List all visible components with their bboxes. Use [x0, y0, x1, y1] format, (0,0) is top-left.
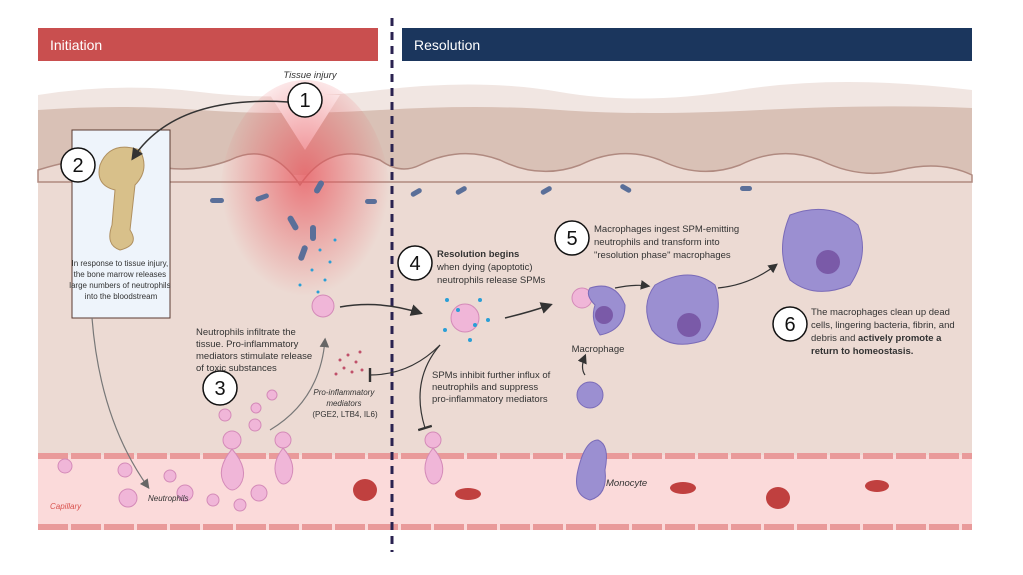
tissue-injury-label: Tissue injury [283, 70, 337, 81]
pro-inflammatory-label: Pro-inflammatory mediators (PGE2, LTB4, … [312, 388, 378, 419]
pro-inflammatory-dots [334, 350, 364, 376]
svg-text:4: 4 [409, 253, 420, 275]
initiation-label: Initiation [50, 37, 102, 53]
macrophage-label: Macrophage [572, 344, 625, 355]
monocyte-label: Monocyte [606, 478, 647, 489]
svg-text:6: 6 [784, 314, 795, 336]
step-2: 2 [60, 147, 96, 183]
spm-inhibit-text: SPMs inhibit further influx of neutrophi… [432, 370, 553, 405]
neutrophils-label: Neutrophils [148, 494, 188, 503]
cells [57, 208, 889, 512]
svg-text:1: 1 [299, 90, 310, 112]
step-6-text: The macrophages clean up dead cells, lin… [811, 307, 957, 357]
neutrophil-icons [57, 287, 593, 512]
tissue [37, 80, 973, 530]
header-resolution: Resolution [402, 28, 972, 61]
step-1: 1 [287, 82, 323, 118]
step-3-text: Neutrophils infiltrate the tissue. Pro-i… [196, 327, 315, 374]
bone-marrow-panel: In response to tissue injury, the bone m… [69, 129, 173, 319]
step-2-text: In response to tissue injury, the bone m… [69, 259, 173, 301]
capillary-label: Capillary [50, 502, 82, 511]
step-6: 6 [772, 306, 808, 342]
svg-text:2: 2 [72, 155, 83, 177]
step-3: 3 [202, 370, 238, 406]
header-initiation: Initiation [38, 28, 378, 61]
step-5-text: Macrophages ingest SPM-emitting neutroph… [594, 224, 742, 261]
red-blood-cells [353, 479, 889, 509]
arrows [91, 100, 778, 489]
step-5: 5 [554, 220, 590, 256]
step-4-text: Resolution begins when dying (apoptotic)… [436, 249, 545, 286]
macrophage-icons [576, 208, 863, 501]
resolution-label: Resolution [414, 37, 480, 53]
step-4: 4 [397, 245, 433, 281]
svg-text:3: 3 [214, 378, 225, 400]
svg-text:5: 5 [566, 228, 577, 250]
